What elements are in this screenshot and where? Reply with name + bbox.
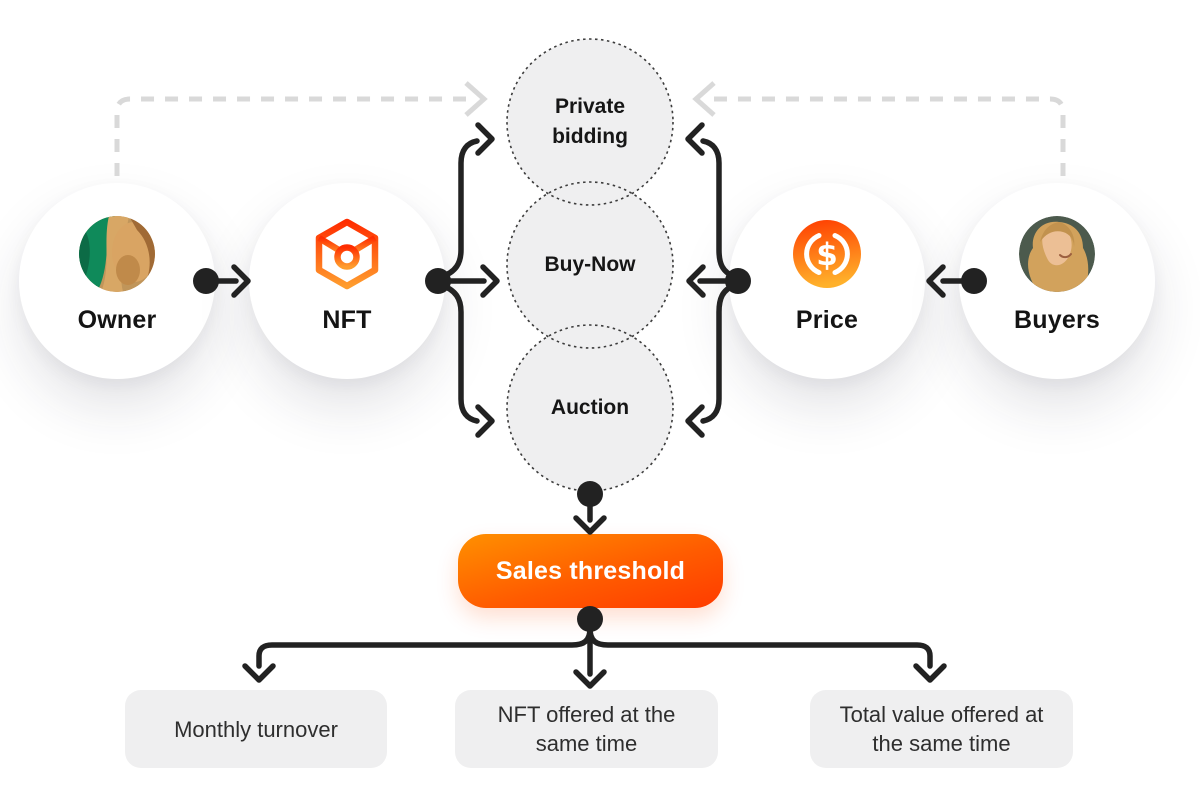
price-to-private-line xyxy=(700,138,738,280)
option-private-bidding-line1: Private xyxy=(554,95,626,118)
threshold-bottom-dot xyxy=(577,606,603,632)
auction-to-threshold-arrowhead-icon xyxy=(573,515,607,535)
nft-to-buynow-arrowhead-icon xyxy=(480,264,500,298)
node-buyers: Buyers xyxy=(959,183,1155,379)
option-private-bidding-line2: bidding xyxy=(552,125,628,148)
dashed-arrowhead-left-icon xyxy=(692,81,716,117)
svg-text:$: $ xyxy=(816,237,838,273)
option-auction-line1: Auction xyxy=(550,396,630,419)
option-auction: Auction xyxy=(507,325,673,491)
nft-icon-graphic xyxy=(315,218,379,290)
owner-to-nft-arrowhead-icon xyxy=(231,264,251,298)
nft-to-auction-line xyxy=(438,282,480,424)
node-owner: Owner xyxy=(19,183,215,379)
threshold-to-right-arrowhead-icon xyxy=(913,663,947,683)
nft-cube-icon xyxy=(309,216,385,292)
option-buy-now-line1: Buy-Now xyxy=(544,253,636,276)
nft-to-private-arrowhead-icon xyxy=(475,122,495,156)
dashed-arrowhead-right-icon xyxy=(464,81,488,117)
outcome-total-value: Total value offered at the same time xyxy=(810,690,1073,768)
price-label: Price xyxy=(795,306,859,334)
usd-coin-icon: $ xyxy=(789,216,865,292)
buyers-label: Buyers xyxy=(1014,306,1100,334)
price-to-buynow-arrowhead-icon xyxy=(686,264,706,298)
nft-to-auction-arrowhead-icon xyxy=(475,404,495,438)
threshold-to-right-line xyxy=(587,625,933,669)
nft-to-private-line xyxy=(438,138,480,280)
price-coin-graphic: $ xyxy=(793,220,861,288)
node-price: $ Price xyxy=(729,183,925,379)
buyers-to-price-arrowhead-icon xyxy=(926,264,946,298)
buyers-to-private-dashed-arrow xyxy=(692,81,1066,176)
outcome-monthly-turnover: Monthly turnover xyxy=(125,690,387,768)
threshold-to-left-arrowhead-icon xyxy=(242,663,276,683)
threshold-to-left-line xyxy=(256,625,593,669)
outcome-nft-offered-line1: NFT offered at the xyxy=(497,702,676,727)
buyers-photo-illustration xyxy=(1019,216,1095,292)
node-nft: NFT xyxy=(249,183,445,379)
owner-to-private-dashed-arrow xyxy=(114,81,488,176)
option-private-bidding: Private bidding xyxy=(507,39,673,205)
owner-avatar-photo xyxy=(79,216,155,292)
price-to-private-arrowhead-icon xyxy=(685,122,705,156)
owner-photo-illustration xyxy=(79,216,155,292)
outcome-total-value-line2: the same time xyxy=(872,731,1011,756)
buyers-avatar-photo xyxy=(1019,216,1095,292)
outcome-monthly-turnover-line1: Monthly turnover xyxy=(174,716,338,742)
owner-label: Owner xyxy=(77,306,157,334)
nft-label: NFT xyxy=(322,306,372,334)
outcome-nft-offered: NFT offered at the same time xyxy=(455,690,718,768)
option-buy-now: Buy-Now xyxy=(507,182,673,348)
price-to-auction-arrowhead-icon xyxy=(685,404,705,438)
sales-threshold-badge: Sales threshold xyxy=(458,534,723,608)
sales-threshold-label: Sales threshold xyxy=(495,556,686,585)
outcome-nft-offered-line2: same time xyxy=(535,731,638,756)
threshold-to-middle-arrowhead-icon xyxy=(573,669,607,689)
outcome-total-value-line1: Total value offered at xyxy=(839,702,1044,727)
